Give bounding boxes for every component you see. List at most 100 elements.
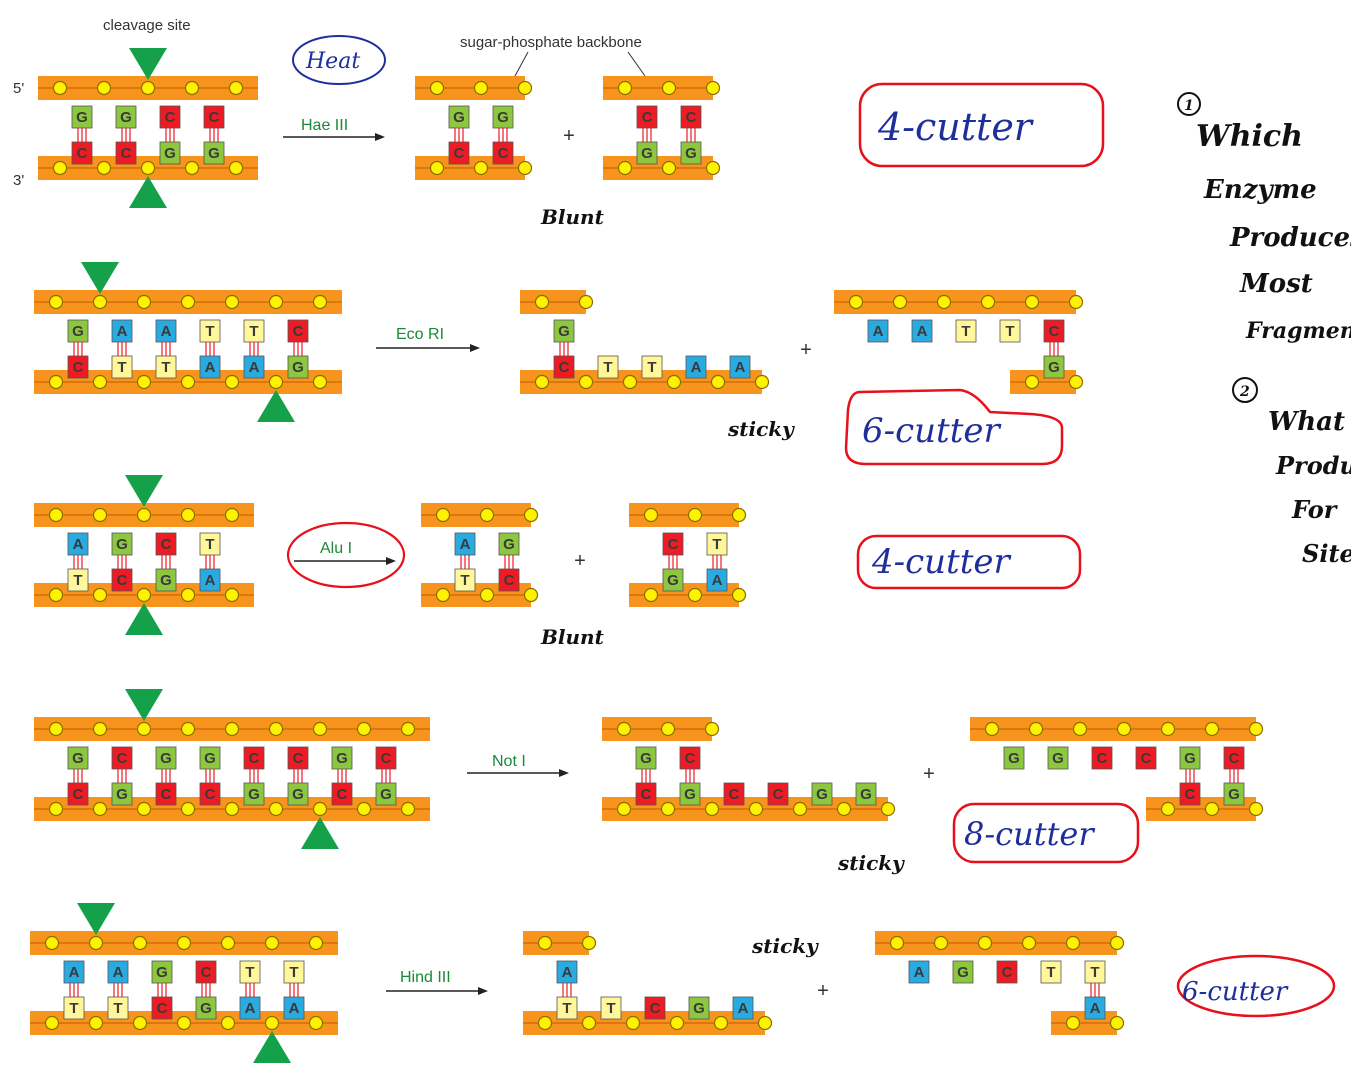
phosphate-circle — [616, 801, 632, 817]
base-T — [111, 355, 133, 379]
phosphate-circle — [136, 801, 152, 817]
base-C — [635, 782, 657, 806]
base-label: G — [640, 750, 652, 767]
base-label: C — [77, 145, 88, 162]
base-label: C — [205, 786, 216, 803]
plus-sign: + — [923, 763, 935, 785]
base-A — [867, 319, 889, 343]
base-label: C — [668, 536, 679, 553]
phosphate-circle — [880, 801, 896, 817]
reaction-arrow-head — [470, 344, 480, 352]
phosphate-circle — [704, 801, 720, 817]
base-label: T — [245, 964, 254, 981]
phosphate-circle — [140, 80, 156, 96]
phosphate-circle — [48, 374, 64, 390]
plus-sign: + — [817, 980, 829, 1002]
base-label: G — [667, 572, 679, 589]
base-label: T — [1005, 323, 1014, 340]
phosphate-circle — [578, 294, 594, 310]
phosphate-circle — [136, 721, 152, 737]
base-label: G — [76, 109, 88, 126]
phosphate-circle — [308, 1015, 324, 1031]
backbone-label: sugar-phosphate backbone — [460, 34, 642, 51]
base-C — [448, 141, 470, 165]
phosphate-circle — [435, 507, 451, 523]
phosphate-circle — [429, 80, 445, 96]
base-T — [454, 568, 476, 592]
base-label: G — [72, 750, 84, 767]
base-A — [199, 355, 221, 379]
base-G — [375, 782, 397, 806]
three-prime-label: 3' — [13, 172, 24, 189]
base-label: A — [289, 1000, 300, 1017]
phosphate-circle — [836, 801, 852, 817]
base-label: G — [160, 572, 172, 589]
base-label: T — [205, 323, 214, 340]
phosphate-circle — [264, 935, 280, 951]
end-note: sticky — [751, 934, 819, 958]
phosphate-circle — [132, 935, 148, 951]
base-label: G — [380, 786, 392, 803]
phosphate-circle — [666, 374, 682, 390]
question-2-number: 2 — [1239, 384, 1250, 400]
phosphate-circle — [757, 1015, 773, 1031]
base-G — [662, 568, 684, 592]
base-G — [159, 141, 181, 165]
phosphate-circle — [473, 160, 489, 176]
base-label: C — [1002, 964, 1013, 981]
phosphate-circle — [660, 801, 676, 817]
plus-sign: + — [800, 339, 812, 361]
phosphate-circle — [312, 801, 328, 817]
base-label: C — [504, 572, 515, 589]
base-label: G — [957, 964, 969, 981]
phosphate-circle — [731, 587, 747, 603]
base-G — [811, 782, 833, 806]
base-label: C — [165, 109, 176, 126]
phosphate-circle — [792, 801, 808, 817]
phosphate-circle — [92, 587, 108, 603]
base-label: C — [117, 572, 128, 589]
reaction-arrow-head — [386, 557, 396, 565]
question-2-marker — [1232, 377, 1258, 403]
base-label: G — [1228, 786, 1240, 803]
cleavage-marker-top — [77, 903, 115, 935]
row-1-arrow — [376, 344, 480, 352]
base-T — [600, 996, 622, 1020]
phosphate-circle — [669, 1015, 685, 1031]
phosphate-circle — [523, 587, 539, 603]
base-label: C — [685, 750, 696, 767]
heat-note: Heat — [305, 49, 360, 74]
phosphate-circle — [220, 935, 236, 951]
phosphate-circle — [224, 294, 240, 310]
base-label: A — [113, 964, 124, 981]
question-2-line: Produces — [1275, 451, 1351, 480]
phosphate-circle — [92, 374, 108, 390]
phosphate-circle — [537, 935, 553, 951]
base-label: C — [157, 1000, 168, 1017]
cleavage-marker-bottom — [253, 1031, 291, 1063]
base-label: C — [337, 786, 348, 803]
base-label: C — [209, 109, 220, 126]
phosphate-circle — [136, 294, 152, 310]
cleavage-marker-top — [129, 48, 167, 80]
base-label: A — [712, 572, 723, 589]
phosphate-circle — [479, 507, 495, 523]
cleavage-site-label: cleavage site — [103, 17, 191, 34]
phosphate-circle — [356, 721, 372, 737]
phosphate-circle — [48, 801, 64, 817]
phosphate-circle — [710, 374, 726, 390]
cutter-note: 6-cutter — [1182, 977, 1289, 1007]
base-C — [111, 568, 133, 592]
base-C — [67, 782, 89, 806]
phosphate-circle — [136, 587, 152, 603]
row-4-arrow — [386, 987, 488, 995]
